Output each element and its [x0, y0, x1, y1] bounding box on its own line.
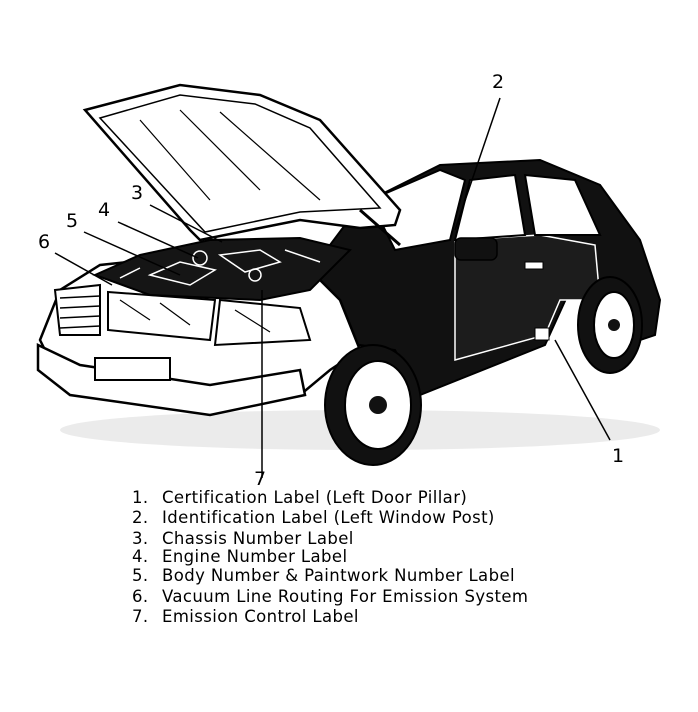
- rear-window: [523, 173, 602, 236]
- engine-bay: [92, 236, 352, 302]
- legend-text: Emission Control Label: [162, 606, 359, 626]
- grille-slats: [59, 295, 101, 329]
- side-mirror: [454, 237, 498, 261]
- legend-num: 3.: [132, 528, 149, 548]
- legend-item-6: 6. Vacuum Line Routing For Emission Syste…: [132, 587, 672, 607]
- legend-text: Vacuum Line Routing For Emission System: [162, 586, 529, 606]
- legend-item-4: 4. Engine Number Label: [132, 547, 672, 567]
- engine-components: [119, 249, 321, 286]
- front-door: [454, 234, 601, 361]
- leader-2: [454, 97, 501, 231]
- legend-text: Identification Label (Left Window Post): [162, 508, 495, 528]
- hood-underside: [98, 94, 382, 233]
- callout-3: 3: [131, 182, 144, 204]
- legend-item-3: 3. Chassis Number Label: [132, 529, 672, 549]
- callout-1: 1: [612, 445, 625, 467]
- legend-num: 5.: [132, 566, 149, 586]
- side-label: [534, 327, 550, 341]
- legend-num: 1.: [132, 488, 149, 507]
- legend-item-5: 5. Body Number & Paintwork Number Label: [132, 566, 672, 586]
- rear-wheel: [577, 276, 643, 374]
- leader-3: [149, 204, 223, 243]
- hood-icon: [82, 83, 402, 242]
- legend-num: 6.: [132, 586, 149, 606]
- leader-lines: [54, 97, 611, 478]
- hood-strut: [359, 208, 401, 247]
- license-plate: [94, 357, 171, 381]
- legend-num: 4.: [132, 547, 149, 567]
- legend-text: Certification Label (Left Door Pillar): [162, 488, 468, 507]
- legend-item-7: 7. Emission Control Label: [132, 607, 672, 627]
- legend-num: 7.: [132, 606, 149, 626]
- legend-text: Body Number & Paintwork Number Label: [162, 566, 515, 586]
- leader-4: [117, 221, 199, 259]
- leader-6: [54, 252, 113, 286]
- door-handle: [524, 261, 544, 270]
- callout-6: 6: [38, 231, 51, 253]
- legend-item-1: 1. Certification Label (Left Door Pillar): [132, 488, 672, 508]
- legend-list: 1. Certification Label (Left Door Pillar)…: [132, 488, 672, 627]
- leader-5: [83, 231, 181, 276]
- hood-reinforcement: [139, 109, 321, 201]
- legend-item-2: 2. Identification Label (Left Window Post…: [132, 508, 672, 528]
- callout-7: 7: [254, 468, 267, 490]
- legend-text: Chassis Number Label: [162, 528, 354, 548]
- callout-4: 4: [98, 199, 111, 221]
- legend-text: Engine Number Label: [162, 547, 348, 567]
- legend-num: 2.: [132, 508, 149, 528]
- leader-1: [554, 339, 611, 441]
- headlight-detail: [119, 299, 271, 333]
- wheel-icon: [324, 344, 422, 466]
- callout-5: 5: [66, 210, 79, 232]
- windshield: [368, 168, 467, 252]
- callout-2: 2: [492, 71, 505, 93]
